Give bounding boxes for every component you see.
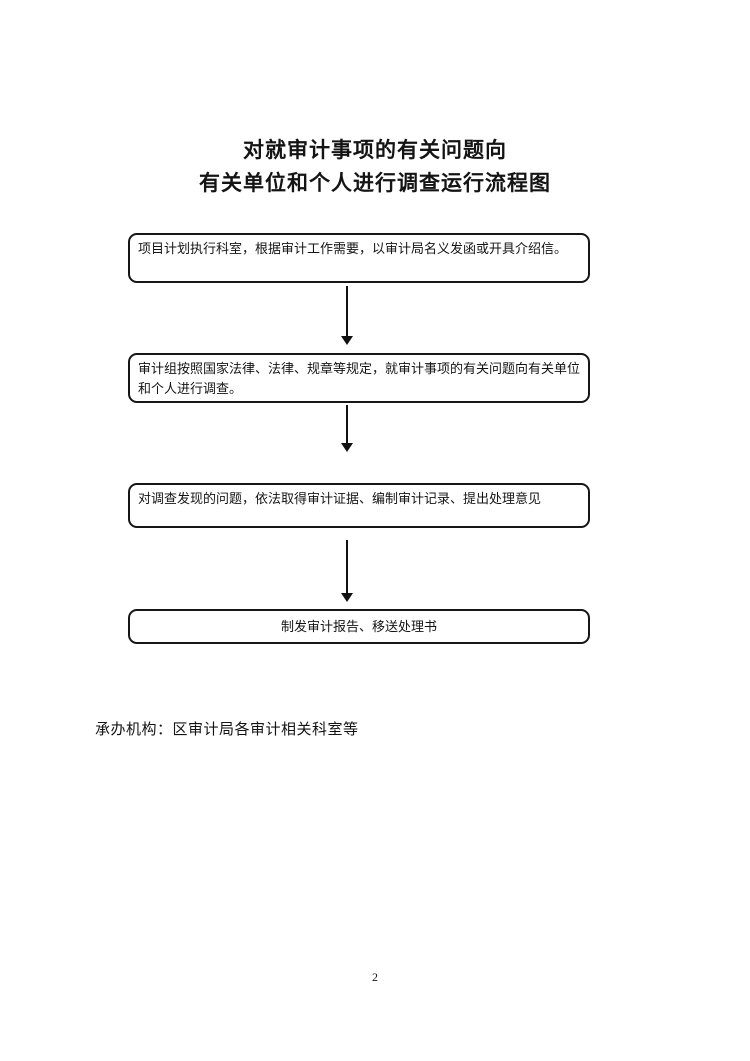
flow-step-4-box: 制发审计报告、移送处理书 — [128, 609, 590, 644]
arrow-down-icon — [340, 540, 354, 602]
flow-step-1-text: 项目计划执行科室，根据审计工作需要，以审计局名义发函或开具介绍信。 — [138, 241, 568, 256]
flow-step-3-text: 对调查发现的问题，依法取得审计证据、编制审计记录、提出处理意见 — [138, 491, 542, 506]
arrow-shaft — [346, 405, 348, 443]
flow-step-4-text: 制发审计报告、移送处理书 — [280, 618, 437, 634]
arrow-shaft — [346, 286, 348, 336]
flow-step-3-box: 对调查发现的问题，依法取得审计证据、编制审计记录、提出处理意见 — [128, 483, 590, 528]
arrow-shaft — [346, 540, 348, 593]
page-title-line-2: 有关单位和个人进行调查运行流程图 — [199, 171, 551, 195]
page-number: 2 — [372, 970, 378, 984]
agency-note: 承办机构：区审计局各审计相关科室等 — [95, 722, 359, 738]
arrow-head — [341, 593, 353, 602]
flow-step-1-box: 项目计划执行科室，根据审计工作需要，以审计局名义发函或开具介绍信。 — [128, 233, 590, 283]
page-title-line-1: 对就审计事项的有关问题向 — [243, 138, 507, 162]
arrow-down-icon — [340, 405, 354, 452]
flow-step-2-text: 审计组按照国家法律、法律、规章等规定，就审计事项的有关问题向有关单位和个人进行调… — [138, 361, 581, 396]
arrow-head — [341, 443, 353, 452]
flow-step-2-box: 审计组按照国家法律、法律、规章等规定，就审计事项的有关问题向有关单位和个人进行调… — [128, 353, 590, 403]
arrow-head — [341, 336, 353, 345]
arrow-down-icon — [340, 286, 354, 345]
